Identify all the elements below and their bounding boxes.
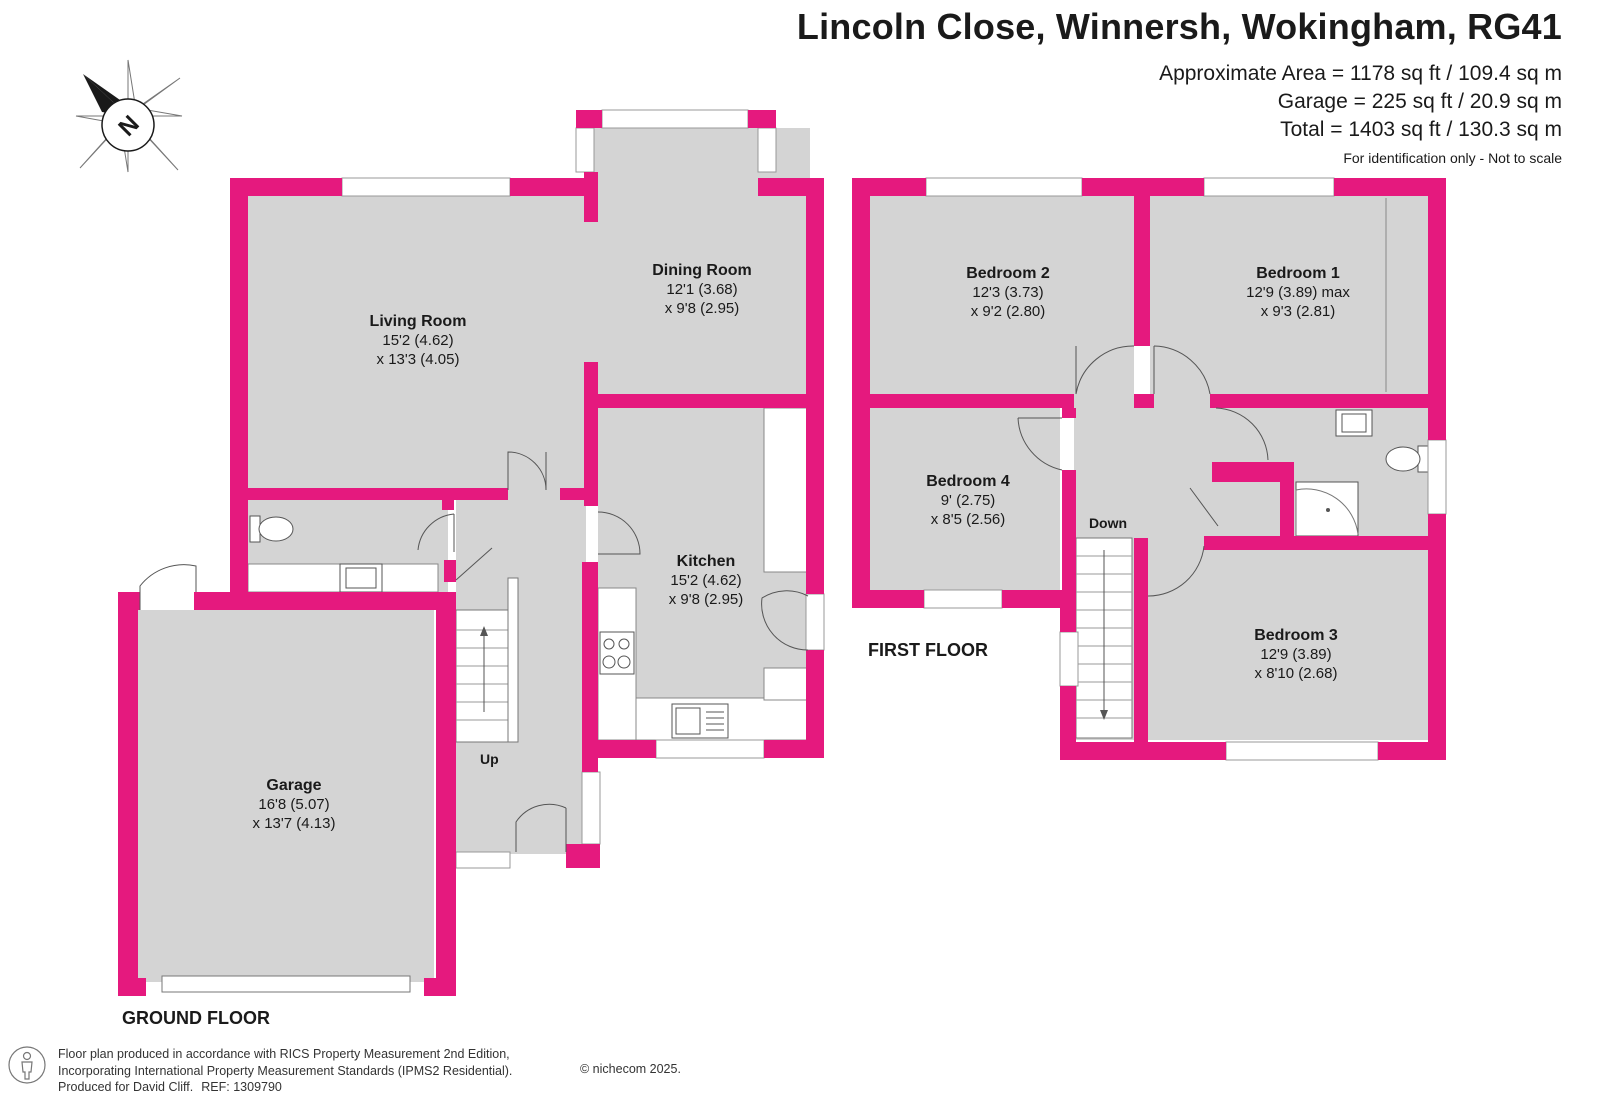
property-address: Lincoln Close, Winnersh, Wokingham, RG41	[796, 6, 1562, 47]
scale-disclaimer: For identification only - Not to scale	[1343, 150, 1562, 166]
bathroom-toilet-icon	[1385, 445, 1429, 473]
kitchen-sink-icon	[671, 703, 729, 739]
ground-windows	[341, 109, 825, 869]
bedroom-4-dim2: x 8'5 (2.56)	[931, 511, 1006, 528]
stairs-up-label: Up	[480, 751, 499, 767]
bedroom-3-floor	[1146, 550, 1428, 740]
footer-line-2: Incorporating International Property Mea…	[58, 1063, 513, 1078]
first-floor-label: FIRST FLOOR	[868, 640, 988, 660]
total-area: Total = 1403 sq ft / 130.3 sq m	[1280, 118, 1562, 141]
ref-label: REF:	[201, 1080, 230, 1094]
bedroom-4-name: Bedroom 4	[926, 473, 1010, 490]
basin-icon	[339, 563, 383, 593]
bedroom-1-dim1: 12'9 (3.89) max	[1246, 284, 1350, 301]
toilet-icon	[249, 515, 294, 543]
bedroom-3-dim2: x 8'10 (2.68)	[1255, 665, 1338, 682]
shower-tray-icon	[1295, 481, 1359, 537]
stairs-down	[1075, 537, 1133, 739]
stairs-down-label: Down	[1089, 515, 1127, 531]
stairs-up	[455, 577, 519, 743]
bedroom-2-dim1: 12'3 (3.73)	[972, 284, 1043, 301]
garage-area: Garage = 225 sq ft / 20.9 sq m	[1277, 90, 1562, 113]
first-walls	[852, 178, 1446, 760]
compass-north-icon: N	[75, 59, 183, 173]
dining-room-dim2: x 9'8 (2.95)	[665, 300, 740, 317]
person-icon	[8, 1046, 46, 1084]
dining-room-dim1: 12'1 (3.68)	[666, 281, 737, 298]
kitchen-dim1: 15'2 (4.62)	[670, 572, 741, 589]
bedroom-2-name: Bedroom 2	[966, 265, 1050, 282]
ground-walls	[118, 110, 824, 996]
bedroom-1-floor	[1150, 196, 1428, 394]
living-room-dim1: 15'2 (4.62)	[382, 332, 453, 349]
bedroom-3-name: Bedroom 3	[1254, 627, 1338, 644]
garage-floor	[138, 610, 434, 982]
bedroom-2-dim2: x 9'2 (2.80)	[971, 303, 1046, 320]
ground-floor-label: GROUND FLOOR	[122, 1008, 270, 1028]
kitchen-worktop-corner	[763, 667, 809, 701]
first-windows	[923, 177, 1447, 761]
bathroom-basin-icon	[1335, 409, 1373, 437]
garage-door	[161, 975, 411, 993]
garage-dim2: x 13'7 (4.13)	[253, 815, 336, 832]
copyright-notice: © nichecom 2025.	[580, 1062, 681, 1076]
approximate-area: Approximate Area = 1178 sq ft / 109.4 sq…	[1159, 62, 1562, 85]
hob-icon	[599, 631, 635, 675]
kitchen-worktop-right	[763, 407, 809, 573]
bedroom-1-name: Bedroom 1	[1256, 265, 1340, 282]
dining-room-floor	[588, 128, 810, 398]
bedroom-2-floor	[870, 196, 1134, 394]
footer-line-1: Floor plan produced in accordance with R…	[58, 1047, 510, 1061]
bedroom-3-dim1: 12'9 (3.89)	[1260, 646, 1331, 663]
kitchen-name: Kitchen	[677, 553, 736, 570]
ground-door-swings	[139, 451, 809, 852]
garage-dim1: 16'8 (5.07)	[258, 796, 329, 813]
area-summary: Approximate Area = 1178 sq ft / 109.4 sq…	[1159, 60, 1562, 144]
garage-name: Garage	[266, 777, 321, 794]
produced-for: Produced for David Cliff.	[58, 1080, 194, 1094]
ground-floor-plan: Living Room 15'2 (4.62) x 13'3 (4.05) Di…	[118, 109, 825, 1028]
footer-notes: Floor plan produced in accordance with R…	[58, 1046, 512, 1096]
dining-room-name: Dining Room	[652, 262, 752, 279]
first-floor-plan: Bedroom 2 12'3 (3.73) x 9'2 (2.80) Bedro…	[852, 177, 1447, 761]
kitchen-dim2: x 9'8 (2.95)	[669, 591, 744, 608]
living-room-dim2: x 13'3 (4.05)	[377, 351, 460, 368]
bedroom-4-dim1: 9' (2.75)	[941, 492, 996, 509]
footer-line-3: Produced for David Cliff. REF: 1309790	[58, 1079, 512, 1096]
bedroom-1-dim2: x 9'3 (2.81)	[1261, 303, 1336, 320]
bedroom-4-floor	[870, 408, 1060, 590]
ref-number: 1309790	[233, 1080, 282, 1094]
living-room-name: Living Room	[370, 313, 467, 330]
first-door-swings	[1017, 345, 1269, 597]
living-room-floor	[248, 196, 588, 490]
